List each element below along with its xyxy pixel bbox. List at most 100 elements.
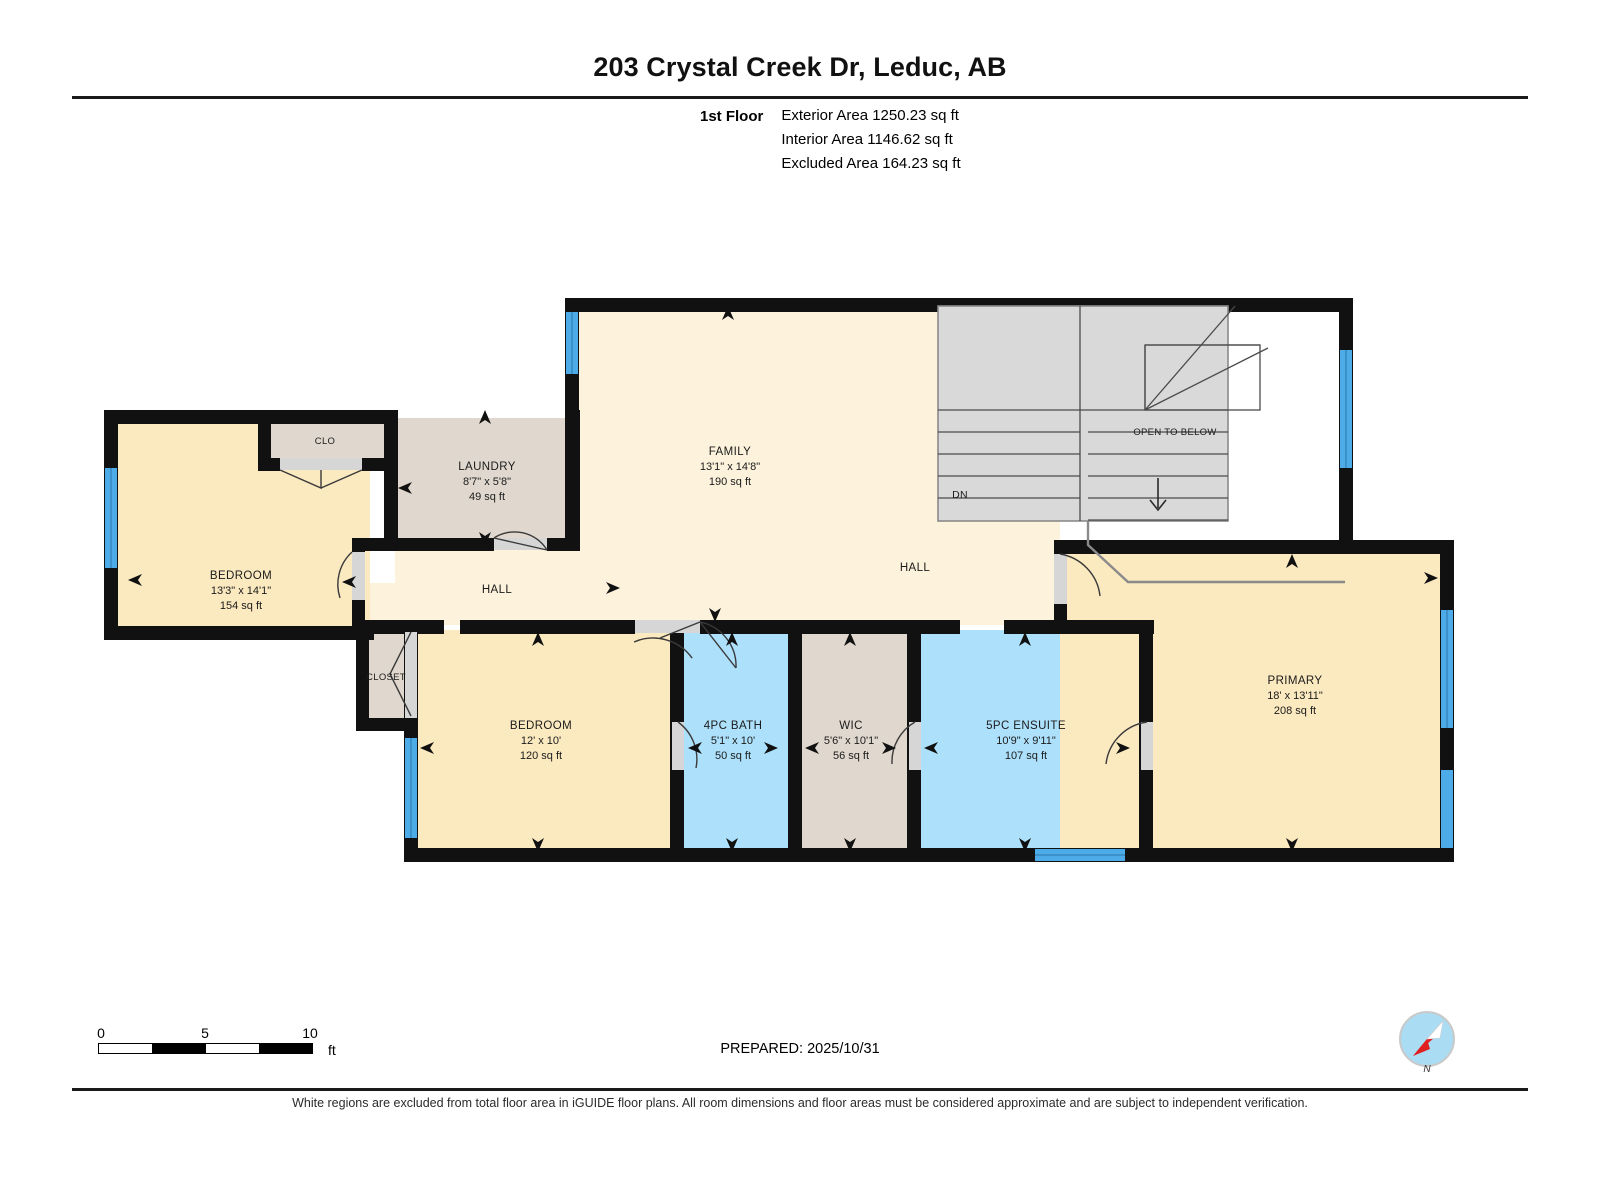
room-name: 5PC ENSUITE (986, 720, 1066, 732)
wall-laundry-west (384, 410, 398, 550)
arrow-up (722, 306, 734, 320)
room-label-open-to-below: OPEN TO BELOW (1133, 427, 1216, 438)
arrow-down (1286, 838, 1298, 852)
room-area: 154 sq ft (220, 600, 262, 612)
title-divider (72, 96, 1528, 99)
scale-bar: 0 5 10 (97, 1025, 328, 1054)
arrow-right (882, 742, 896, 754)
arrow-down (532, 838, 544, 852)
window-primary-southeast (1441, 770, 1453, 848)
room-label-closet: CLOSET (366, 672, 406, 683)
room-area: 190 sq ft (709, 476, 751, 488)
arrow-right (1424, 572, 1438, 584)
room-label-bedroom-left: BEDROOM 13'3" x 14'1" 154 sq ft (210, 570, 272, 612)
room-shape-wic (799, 630, 912, 855)
wall-hall-bottom-left (352, 620, 444, 634)
arrow-up (479, 410, 491, 424)
room-label-laundry: LAUNDRY 8'7" x 5'8" 49 sq ft (458, 461, 516, 503)
arrow-right (566, 482, 580, 494)
compass-icon (1399, 1011, 1455, 1067)
room-dimensions: 12' x 10' (521, 735, 561, 747)
room-name: 4PC BATH (704, 720, 763, 732)
room-area: 56 sq ft (833, 750, 869, 762)
scale-tick-10: 10 (302, 1025, 318, 1041)
arrow-left (688, 742, 702, 754)
compass-needle-white (1426, 1020, 1444, 1040)
room-label-wic: WIC 5'6" x 10'1" 56 sq ft (824, 720, 878, 762)
wall-closet-west (356, 626, 369, 726)
wall-hall-upper-left (352, 538, 398, 551)
wall-clo-bottom-a (258, 458, 280, 471)
dimension-arrow-group (128, 306, 1438, 852)
interior-area: Interior Area 1146.62 sq ft (781, 131, 953, 148)
wall-hall-bottom-mid (460, 620, 635, 634)
prepared-date: PREPARED: 2025/10/31 (720, 1041, 880, 1057)
wall-primary-top (1054, 540, 1454, 554)
arrow-left (924, 742, 938, 754)
room-label-bath-4pc: 4PC BATH 5'1" x 10' 50 sq ft (704, 720, 763, 762)
room-area: 120 sq ft (520, 750, 562, 762)
room-name: BEDROOM (210, 570, 272, 582)
scale-tick-5: 5 (201, 1025, 209, 1041)
room-name: PRIMARY (1268, 675, 1323, 687)
room-name: LAUNDRY (458, 461, 516, 473)
floorplan-drawing: DN BEDRO (104, 298, 1454, 862)
arrow-up (844, 632, 856, 646)
arrow-up (726, 632, 738, 646)
staircase: DN (937, 305, 1345, 584)
scale-segment (99, 1044, 153, 1053)
scale-tick-0: 0 (97, 1025, 105, 1041)
scale-segment (152, 1044, 206, 1053)
stair-direction-label: DN (952, 489, 968, 501)
room-label-hall-right: HALL (900, 562, 931, 574)
room-shape-laundry (395, 418, 580, 543)
arrow-up (234, 410, 246, 424)
room-dimensions: 13'3" x 14'1" (211, 585, 271, 597)
room-dimensions: 8'7" x 5'8" (463, 476, 511, 488)
wall-closet-south (356, 718, 416, 731)
room-name: BEDROOM (510, 720, 572, 732)
room-area: 50 sq ft (715, 750, 751, 762)
arrow-left (342, 576, 356, 588)
arrow-left (420, 742, 434, 754)
floor-summary: 1st Floor Exterior Area 1250.23 sq ft In… (700, 107, 961, 172)
wall-primary-south (1145, 848, 1454, 862)
floor-label: 1st Floor (700, 108, 764, 125)
wall-laundry-south-b (547, 538, 580, 551)
wall-div-bath-wic (788, 626, 802, 862)
window-group (105, 312, 1453, 861)
wall-laundry-south-a (384, 538, 494, 551)
stair-landing-edge (1086, 521, 1345, 584)
room-area: 208 sq ft (1274, 705, 1316, 717)
compass-rose (1396, 1008, 1458, 1070)
arrow-left (805, 742, 819, 754)
stair-down-arrow (1149, 478, 1167, 512)
exterior-area: Exterior Area 1250.23 sq ft (781, 107, 959, 124)
scale-ticks: 0 5 10 (97, 1025, 328, 1043)
wall-group (104, 298, 1454, 862)
room-name: FAMILY (709, 446, 751, 458)
floorplan-container: DN BEDRO (60, 270, 1540, 910)
page-title: 203 Crystal Creek Dr, Leduc, AB (593, 52, 1007, 82)
room-area: 49 sq ft (469, 491, 505, 503)
arrow-right (1116, 742, 1130, 754)
room-dimensions: 5'1" x 10' (711, 735, 755, 747)
room-shape-closet (363, 630, 411, 725)
arrow-down (709, 608, 721, 622)
room-label-hall-left: HALL (482, 584, 513, 596)
wall-hall-bottom-right (1004, 620, 1154, 634)
room-dimensions: 5'6" x 10'1" (824, 735, 878, 747)
stair-body (937, 305, 1229, 522)
room-fill-group (112, 306, 1450, 855)
room-area: 107 sq ft (1005, 750, 1047, 762)
arrow-up (1019, 632, 1031, 646)
scale-bar-segments (98, 1043, 313, 1054)
room-label-ensuite-5pc: 5PC ENSUITE 10'9" x 9'11" 107 sq ft (986, 720, 1066, 762)
disclaimer-text: White regions are excluded from total fl… (292, 1096, 1308, 1110)
arrow-down (726, 838, 738, 852)
room-dimensions: 10'9" x 9'11" (996, 735, 1056, 747)
room-label-clo: CLO (315, 436, 335, 447)
room-label-primary: PRIMARY 18' x 13'11" 208 sq ft (1267, 675, 1323, 717)
room-dimensions: 13'1" x 14'8" (700, 461, 760, 473)
wall-clo-divider (258, 410, 271, 465)
